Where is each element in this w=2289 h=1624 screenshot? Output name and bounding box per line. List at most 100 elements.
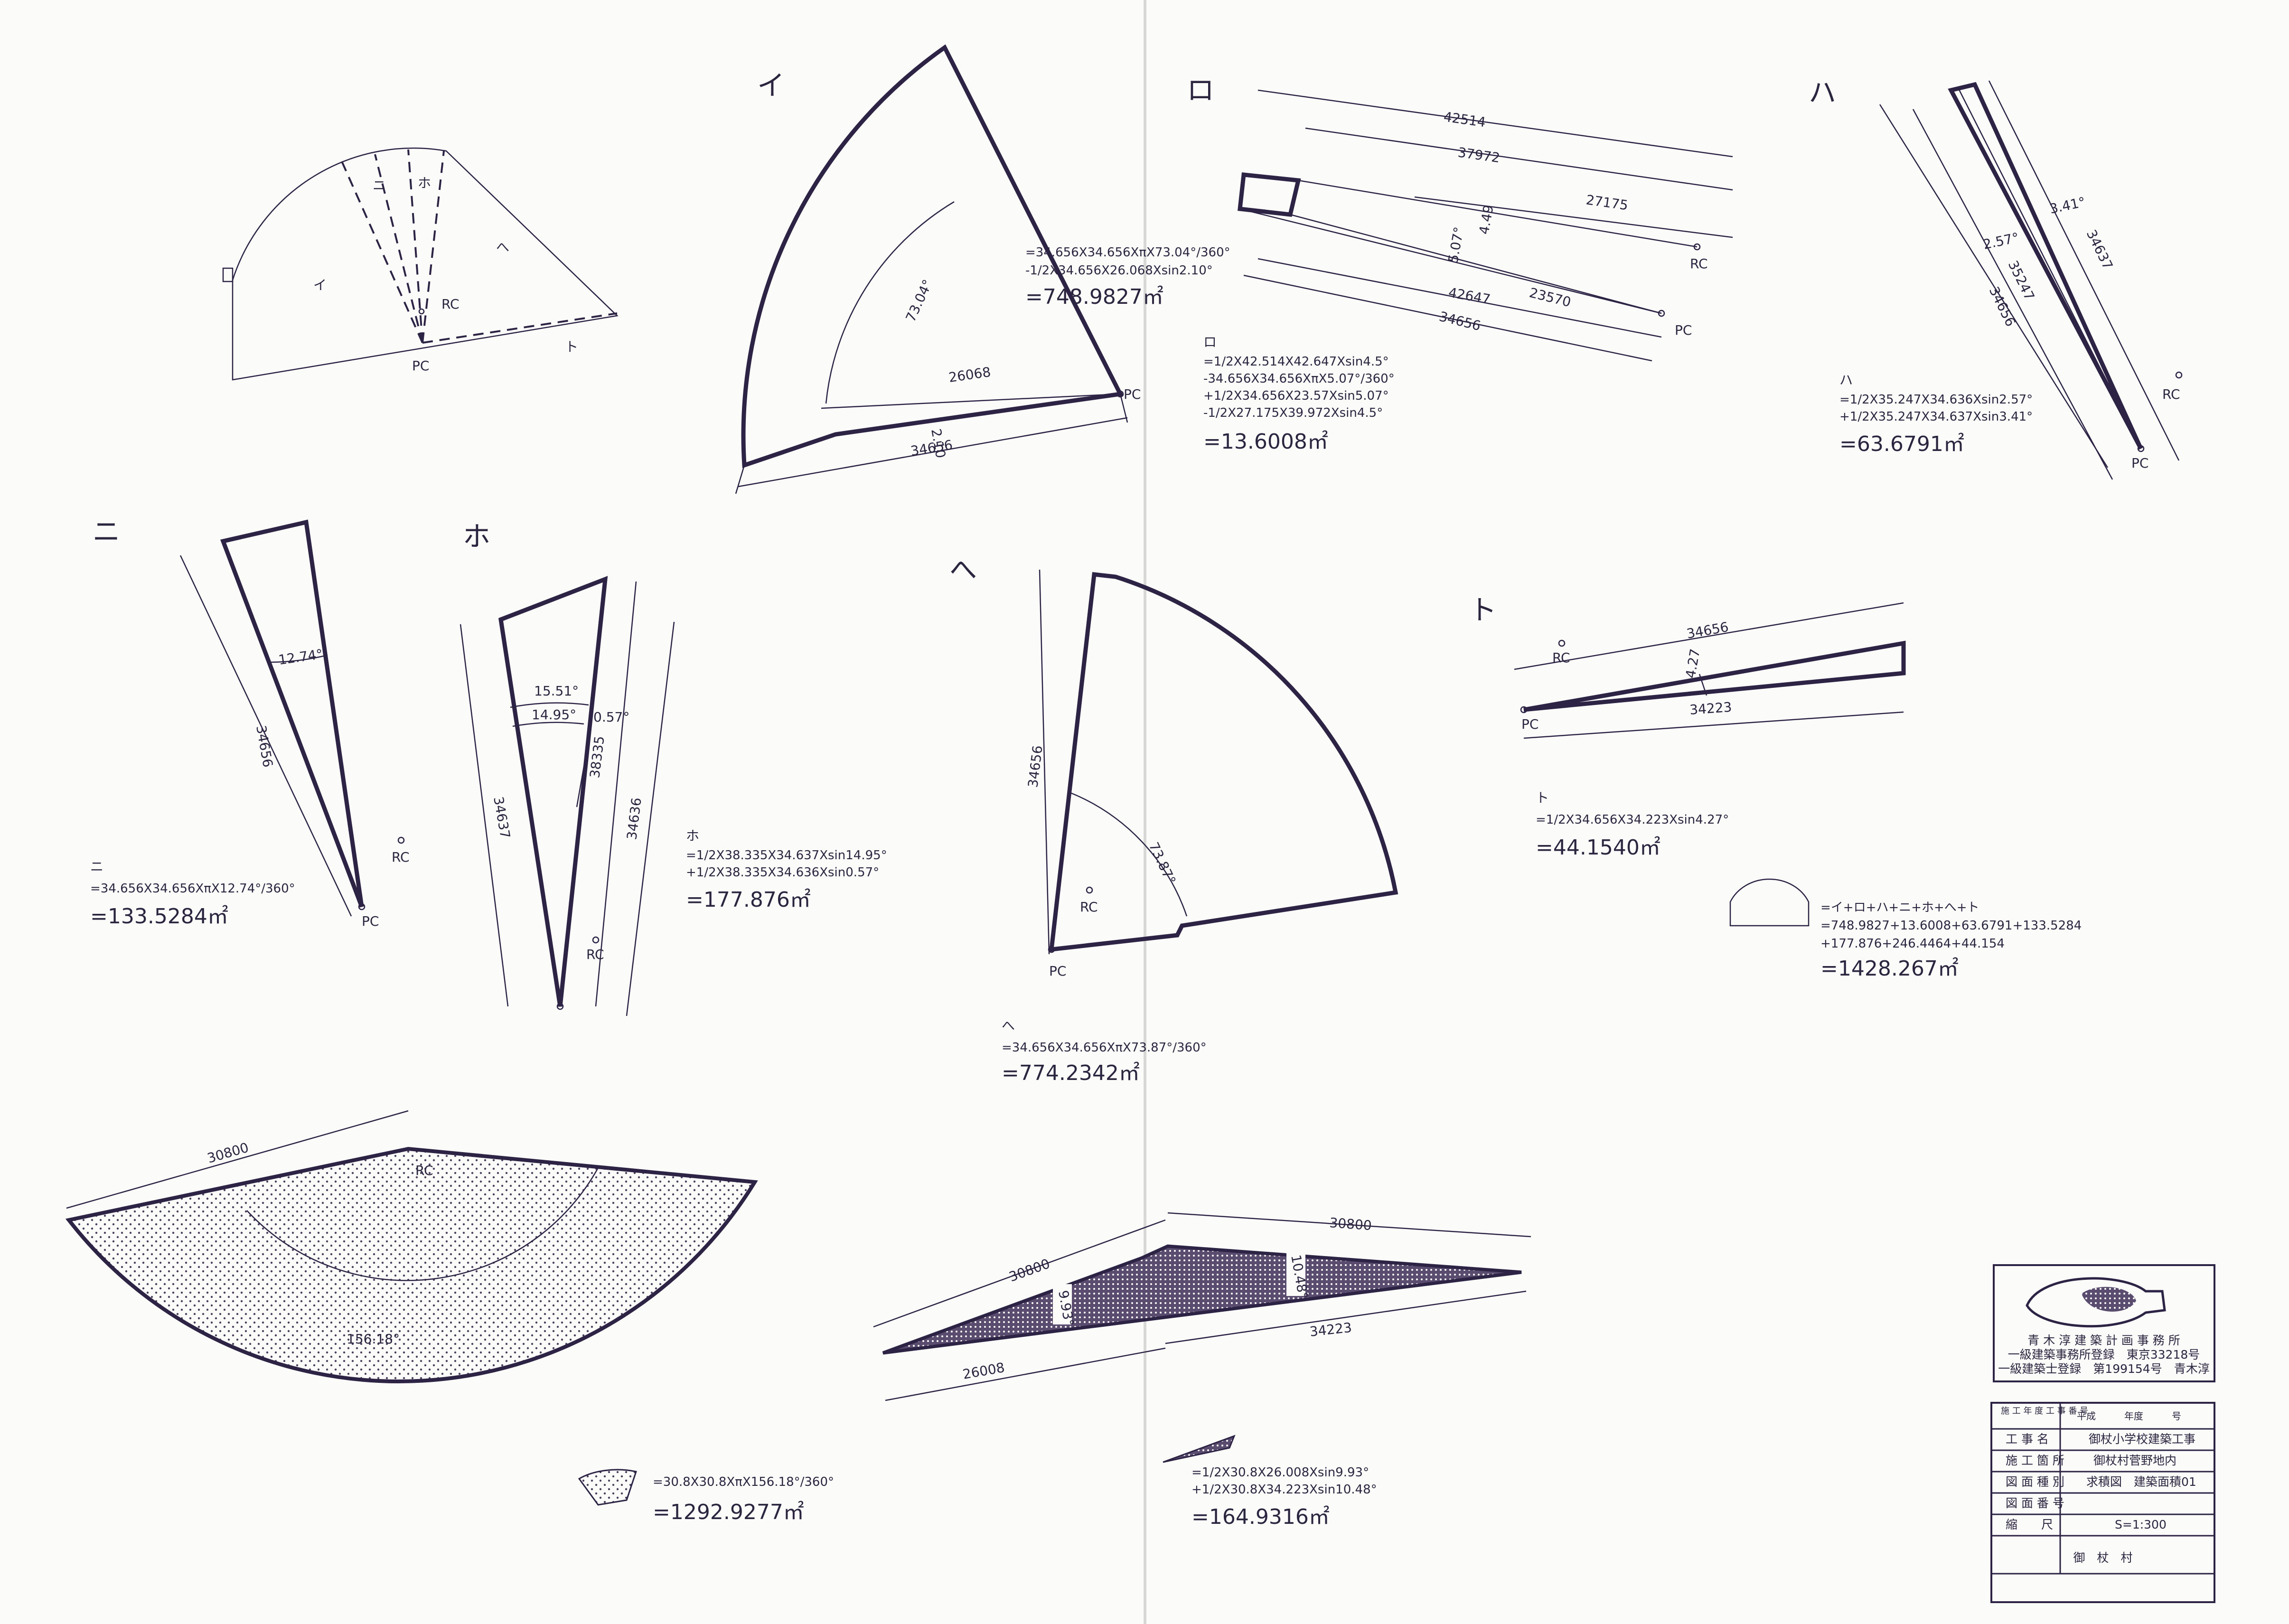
he-formula-1: =34.656X34.656XπX73.87°/360° bbox=[1002, 1041, 1207, 1055]
section-ho: ホ 15.51° 14.95° 0.57° 34637 38335 34636 … bbox=[460, 520, 887, 1016]
section-ro-label: ロ bbox=[1187, 74, 1214, 106]
i-pc: PC bbox=[1124, 386, 1141, 402]
ha-formula-1: =1/2X35.247X34.636Xsin2.57° bbox=[1839, 393, 2033, 407]
tb-key-scale: 縮 尺 bbox=[2006, 1518, 2053, 1531]
tb-val-type: 求積図 建築面積01 bbox=[2086, 1475, 2196, 1489]
ni-sub-label: ニ bbox=[90, 859, 103, 874]
to-pc: PC bbox=[1521, 716, 1539, 732]
to-sub-label: ト bbox=[1536, 790, 1549, 806]
i-dim-26068: 26068 bbox=[947, 364, 992, 385]
i-dim-angle: 73.04° bbox=[902, 277, 936, 324]
ho-dim-34636: 34636 bbox=[624, 797, 645, 840]
ni-pc: PC bbox=[362, 913, 379, 929]
ho-dim-1495: 14.95° bbox=[532, 707, 576, 723]
to-area: =44.1540㎡ bbox=[1536, 835, 1660, 860]
i-formula-1: =34.656X34.656XπX73.04°/360° bbox=[1025, 245, 1230, 260]
ho-sub-label: ホ bbox=[686, 828, 699, 844]
he-dim-angle: 73.87° bbox=[1146, 840, 1179, 887]
he-sub-label: へ bbox=[1002, 1018, 1015, 1033]
he-pc: PC bbox=[1049, 963, 1066, 979]
section-i-label: イ bbox=[757, 69, 785, 102]
section-he-label: へ bbox=[949, 554, 977, 586]
section-he: へ 34656 73.87° PC RC へ =34.656X34.656XπX… bbox=[949, 554, 1398, 1085]
tb-key-type: 図 面 種 別 bbox=[2006, 1475, 2064, 1489]
overview-rc: RC bbox=[441, 296, 460, 312]
ha-sub-label: ハ bbox=[1839, 372, 1853, 388]
big-area: =1292.9277㎡ bbox=[653, 1500, 804, 1524]
tb-val-scale: S=1:300 bbox=[2115, 1518, 2167, 1531]
sliver-area: =164.9316㎡ bbox=[1191, 1505, 1330, 1529]
ha-dim-257: 2.57° bbox=[1982, 230, 2021, 253]
ho-dim-34637: 34637 bbox=[490, 795, 513, 839]
ro-dim-23570: 23570 bbox=[1528, 285, 1572, 310]
overview-label-to: ト bbox=[565, 339, 578, 355]
total-formula-1: =イ+ロ+ハ+ニ+ホ+へ+ト bbox=[1820, 901, 1979, 915]
section-to-label: ト bbox=[1469, 594, 1497, 626]
big-rc: RC bbox=[415, 1163, 433, 1178]
section-i: イ 73.04° 26068 2.10 34656 PC =34.656X34.… bbox=[735, 44, 1230, 494]
section-to: ト 34656 4.27 34223 PC RC ト =1/2X34.656X3… bbox=[1469, 594, 1906, 860]
i-area: =748.9827㎡ bbox=[1025, 285, 1163, 309]
ho-formula-1: =1/2X38.335X34.637Xsin14.95° bbox=[686, 848, 887, 863]
to-formula-1: =1/2X34.656X34.223Xsin4.27° bbox=[1536, 813, 1729, 827]
sliver-formula-1: =1/2X30.8X26.008Xsin9.93° bbox=[1191, 1465, 1369, 1480]
ha-dim-341: 3.41° bbox=[2048, 194, 2087, 217]
tb-key-number: 図 面 番 号 bbox=[2006, 1496, 2064, 1510]
ho-area: =177.876㎡ bbox=[686, 888, 811, 912]
ni-rc: RC bbox=[392, 849, 410, 865]
ro-dim-27175: 27175 bbox=[1585, 192, 1629, 213]
he-rc: RC bbox=[1080, 899, 1098, 915]
overview-label-ho: ホ bbox=[418, 175, 431, 191]
ha-rc: RC bbox=[2162, 386, 2180, 402]
ha-dim-35247: 35247 bbox=[2005, 258, 2038, 303]
ro-dim-42647: 42647 bbox=[1447, 284, 1492, 307]
big-dim-angle: 156.18° bbox=[347, 1331, 400, 1347]
tb-footer: 御 杖 村 bbox=[2073, 1551, 2132, 1565]
tb-key-site: 施 工 箇 所 bbox=[2006, 1454, 2064, 1467]
section-ni-label: ニ bbox=[93, 516, 120, 548]
big-formula-1: =30.8X30.8XπX156.18°/360° bbox=[653, 1475, 834, 1489]
office-architect: 一級建築士登録 第199154号 青木淳 bbox=[1998, 1362, 2209, 1376]
ni-dim-angle: 12.74° bbox=[277, 646, 324, 668]
sliver-dim-30800-a: 30800 bbox=[1007, 1256, 1052, 1285]
ro-dim-37972: 37972 bbox=[1457, 144, 1501, 166]
overview-pc: PC bbox=[412, 358, 429, 374]
ho-dim-1551: 15.51° bbox=[534, 683, 579, 699]
section-ha-label: ハ bbox=[1809, 76, 1836, 109]
ro-formula-2: -34.656X34.656XπX5.07°/360° bbox=[1203, 372, 1395, 386]
ha-dim-34656: 34656 bbox=[1986, 284, 2019, 329]
total-section: =イ+ロ+ハ+ニ+ホ+へ+ト =748.9827+13.6008+63.6791… bbox=[1729, 878, 2082, 981]
office-registration: 一級建築事務所登録 東京33218号 bbox=[2008, 1348, 2200, 1361]
total-formula-3: +177.876+246.4464+44.154 bbox=[1820, 937, 2005, 951]
ro-rc: RC bbox=[1690, 256, 1708, 272]
ho-rc: RC bbox=[586, 947, 604, 962]
he-area: =774.2342㎡ bbox=[1002, 1061, 1140, 1085]
he-dim-34656: 34656 bbox=[1025, 744, 1046, 788]
tb-val-project: 御杖小学校建築工事 bbox=[2089, 1432, 2195, 1446]
ho-formula-2: +1/2X38.335X34.636Xsin0.57° bbox=[686, 865, 879, 880]
overview-label-ni: ニ bbox=[373, 178, 386, 193]
to-dim-34656: 34656 bbox=[1685, 619, 1729, 642]
total-area: =1428.267㎡ bbox=[1820, 957, 1959, 981]
sliver-dim-30800-b: 30800 bbox=[1329, 1215, 1372, 1233]
ho-dim-057: 0.57° bbox=[593, 709, 629, 725]
tb-val-site: 御杖村菅野地内 bbox=[2093, 1454, 2176, 1467]
ro-pc: PC bbox=[1675, 322, 1692, 338]
ha-pc: PC bbox=[2131, 455, 2148, 471]
sliver-dim-34223: 34223 bbox=[1309, 1320, 1352, 1340]
ro-formula-3: +1/2X34.656X23.57Xsin5.07° bbox=[1203, 389, 1389, 403]
ni-area: =133.5284㎡ bbox=[90, 904, 228, 929]
ha-dim-34637: 34637 bbox=[2083, 227, 2116, 272]
sliver-formula-2: +1/2X30.8X34.223Xsin10.48° bbox=[1191, 1483, 1377, 1497]
sliver-section: 30800 30800 9.93° 10.48° 34223 26008 =1/… bbox=[873, 1212, 1531, 1529]
ro-dim-42514: 42514 bbox=[1443, 109, 1487, 130]
office-logo bbox=[2026, 1277, 2166, 1328]
ha-formula-2: +1/2X35.247X34.637Xsin3.41° bbox=[1839, 410, 2033, 424]
ro-dim-449: 4.49 bbox=[1476, 204, 1496, 235]
ro-dim-34656: 34656 bbox=[1437, 309, 1482, 334]
tb-key-project: 工 事 名 bbox=[2006, 1432, 2049, 1446]
ro-area: =13.6008㎡ bbox=[1203, 430, 1328, 454]
i-formula-2: -1/2X34.656X26.068Xsin2.10° bbox=[1025, 263, 1213, 278]
overview-key: イ ニ ホ へ ト RC PC bbox=[222, 147, 619, 381]
